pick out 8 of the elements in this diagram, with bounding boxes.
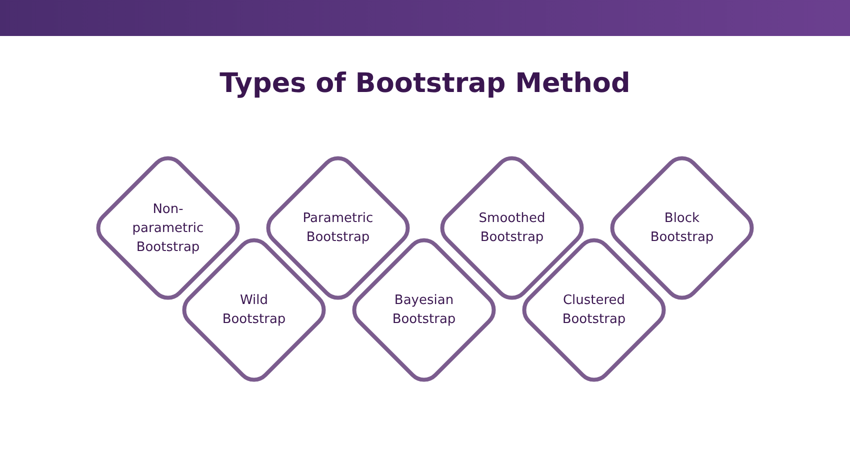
node-label: Block Bootstrap [649,210,715,247]
node-label: Wild Bootstrap [221,292,287,329]
node-label: Bayesian Bootstrap [391,292,457,329]
node-label: Clustered Bootstrap [561,292,627,329]
diagram-title: Types of Bootstrap Method [218,68,632,99]
node-label: Non-parametric Bootstrap [131,203,205,253]
node-label: Smoothed Bootstrap [478,210,546,247]
node-label: Parametric Bootstrap [302,210,374,247]
